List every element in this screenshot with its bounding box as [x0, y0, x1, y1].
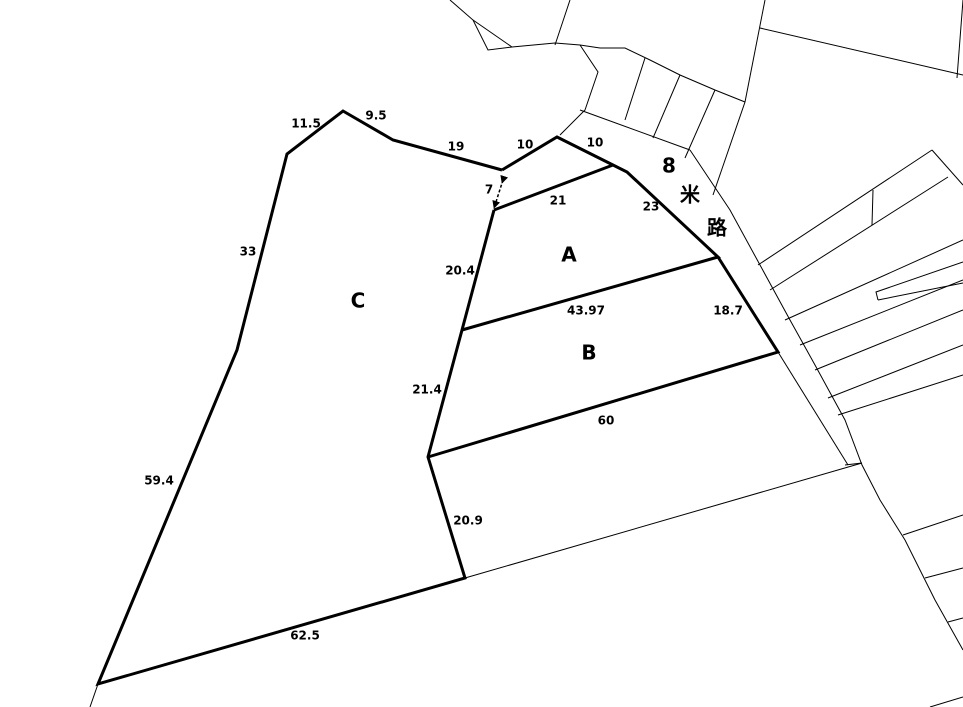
dim-43-97: 43.97	[567, 304, 605, 318]
dim-9-5: 9.5	[365, 109, 386, 123]
parcel-boundaries	[95, 109, 781, 687]
dim-11-5: 11.5	[291, 117, 321, 131]
lot-b-boundary	[427, 256, 781, 459]
neighbor-parcel-lines	[89, 0, 963, 707]
lot-a-label: A	[561, 243, 577, 267]
dim-59-4: 59.4	[144, 474, 174, 488]
dim-60: 60	[598, 414, 615, 428]
dim-20-9: 20.9	[453, 514, 483, 528]
lot-a-boundary	[461, 135, 721, 332]
dim-21-4: 21.4	[412, 383, 442, 397]
dim-10-left: 10	[517, 138, 534, 152]
dim-10-right: 10	[587, 136, 604, 150]
dim-7-arrow	[492, 174, 509, 209]
dim-18-7: 18.7	[713, 304, 743, 318]
lot-c-boundary	[95, 109, 503, 687]
road-label-char-1: 米	[680, 183, 701, 207]
lot-c-label: C	[351, 289, 366, 313]
road-label-char-2: 路	[707, 216, 728, 240]
dim-20-4: 20.4	[445, 264, 475, 278]
dim-33: 33	[240, 245, 257, 259]
dim-21: 21	[550, 194, 567, 208]
dim-7: 7	[485, 183, 493, 197]
road-width-label: 8	[662, 154, 676, 178]
dim-23: 23	[643, 200, 660, 214]
dim-19: 19	[448, 140, 465, 154]
lot-b-label: B	[581, 341, 596, 365]
dim-62-5: 62.5	[290, 629, 320, 643]
